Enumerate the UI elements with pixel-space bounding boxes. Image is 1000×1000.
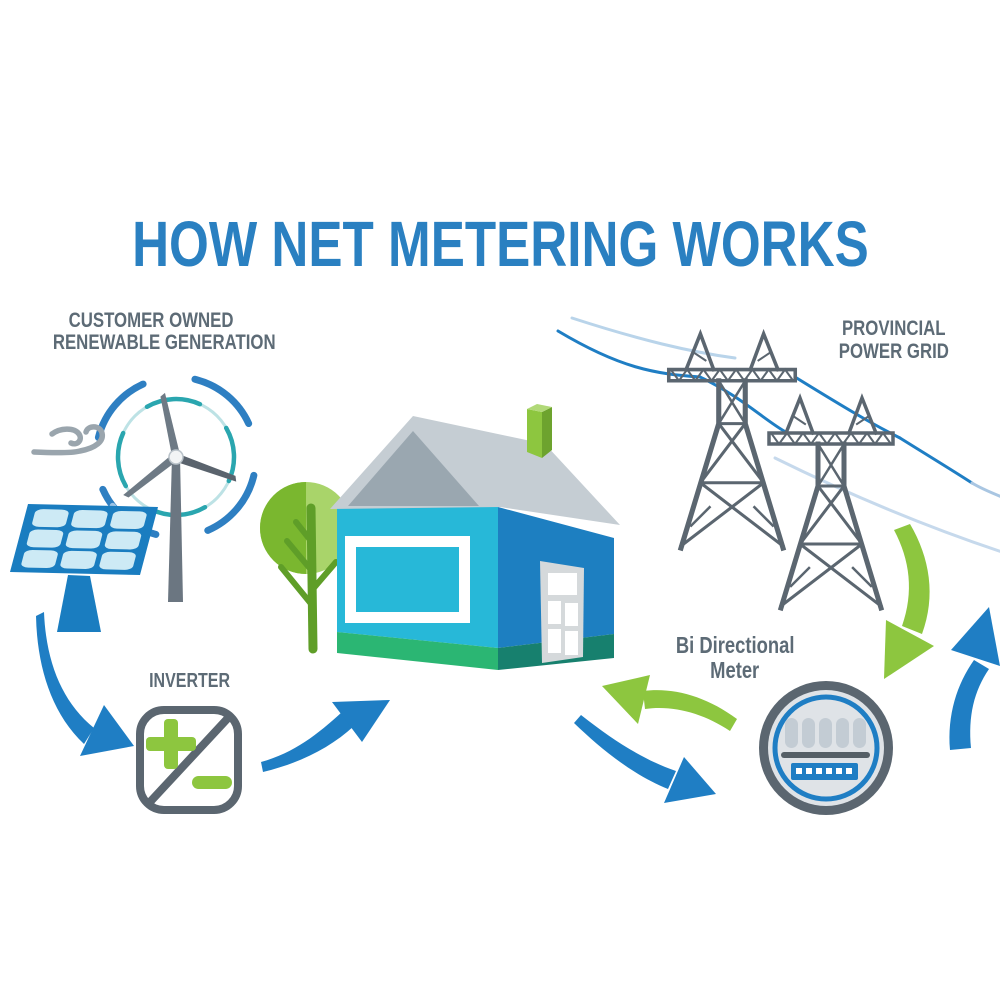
meter-dials: [785, 718, 866, 748]
solar-panel-icon: [9, 504, 158, 632]
minus-icon: [192, 776, 232, 789]
arrow-inverter-to-house: [261, 700, 390, 772]
label-provincial-power-grid: PROVINCIAL POWER GRID: [795, 317, 993, 363]
arrow-solar-to-inverter: [36, 612, 134, 756]
grid-label-line2: POWER GRID: [838, 340, 950, 363]
meter-label-line1: Bi Directional: [675, 632, 795, 658]
generation-label-line2: RENEWABLE GENERATION: [52, 331, 276, 354]
generation-label-line1: CUSTOMER OWNED: [68, 309, 234, 332]
label-customer-owned-renewable-generation: CUSTOMER OWNED RENEWABLE GENERATION: [25, 310, 277, 354]
power-lines-icon: [556, 316, 1000, 553]
wind-swirl-icon: [31, 424, 106, 456]
label-bi-directional-meter: Bi Directional Meter: [634, 633, 836, 683]
transmission-towers-icon: [669, 334, 893, 608]
arrow-house-to-meter: [574, 715, 716, 803]
tree-icon: [260, 482, 352, 654]
inverter-icon: [136, 706, 242, 814]
arrow-grid-to-meter: [884, 524, 934, 679]
page-title: HOW NET METERING WORKS: [131, 208, 869, 280]
arrow-meter-to-house: [602, 675, 737, 731]
arrow-meter-to-grid: [949, 607, 1000, 750]
bidirectional-meter-icon: [759, 681, 893, 815]
label-inverter: INVERTER: [149, 670, 231, 692]
grid-label-line1: PROVINCIAL: [842, 317, 946, 340]
house-icon: [330, 404, 620, 670]
meter-label-line2: Meter: [710, 657, 760, 683]
meter-display: [791, 763, 858, 780]
house-door: [540, 561, 584, 663]
house-chimney: [527, 404, 552, 458]
